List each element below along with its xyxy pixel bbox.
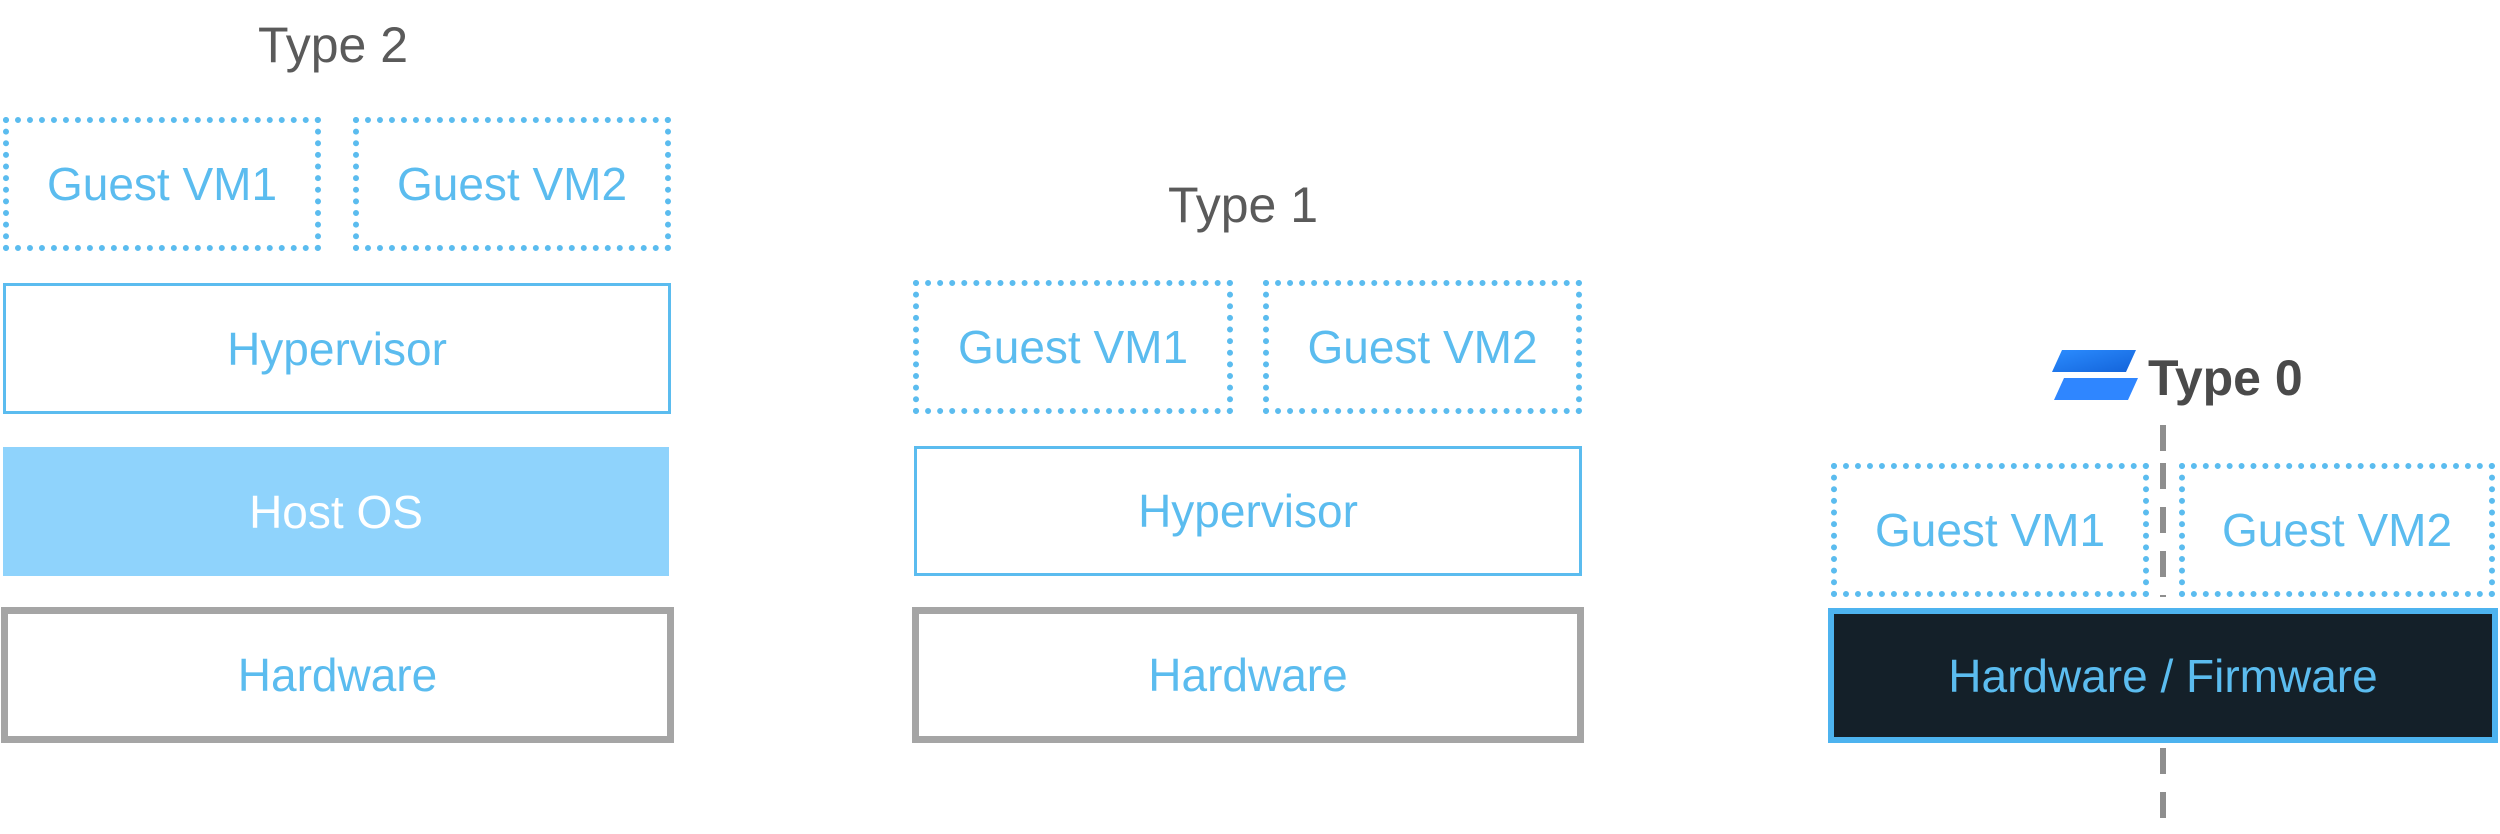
type0-title: Type 0 <box>2148 350 2303 406</box>
type2-title: Type 2 <box>257 17 409 73</box>
type1-guest-vm2-label: Guest VM2 <box>1307 321 1538 373</box>
type1-guest-vm1-label: Guest VM1 <box>957 321 1189 373</box>
type0-guest-vm1: Guest VM1 <box>1831 463 2149 597</box>
type1-guest-vm1: Guest VM1 <box>913 280 1233 414</box>
type0-divider-top <box>2160 425 2166 465</box>
type1-title: Type 1 <box>1167 177 1319 233</box>
type1-hypervisor-label: Hypervisor <box>1138 485 1358 537</box>
type1-hypervisor: Hypervisor <box>914 446 1582 576</box>
type0-guest-vm2-label: Guest VM2 <box>2221 504 2453 556</box>
type0-divider-mid <box>2160 463 2166 597</box>
type2-hardware: Hardware <box>1 607 674 743</box>
type0-hardware-firmware-label: Hardware / Firmware <box>1948 649 2378 702</box>
type0-divider-bottom <box>2160 748 2166 834</box>
type2-host-os-label: Host OS <box>249 485 423 538</box>
type2-hardware-label: Hardware <box>237 649 438 701</box>
type2-guest-vm1-label: Guest VM1 <box>46 158 278 210</box>
type2-hypervisor-label: Hypervisor <box>227 322 447 375</box>
type0-hardware-firmware: Hardware / Firmware <box>1828 608 2498 743</box>
type2-hypervisor: Hypervisor <box>3 283 671 414</box>
type1-guest-vm2: Guest VM2 <box>1263 280 1582 414</box>
type1-hardware: Hardware <box>912 607 1584 743</box>
type0-guest-vm2: Guest VM2 <box>2179 463 2495 597</box>
type2-guest-vm1: Guest VM1 <box>3 117 321 251</box>
type2-guest-vm2-label: Guest VM2 <box>396 158 628 210</box>
type0-guest-vm1-label: Guest VM1 <box>1874 504 2106 556</box>
type1-hardware-label: Hardware <box>1148 649 1348 701</box>
type2-guest-vm2: Guest VM2 <box>353 117 671 251</box>
type2-host-os: Host OS <box>3 447 669 576</box>
type0-logo-icon <box>2052 350 2138 400</box>
